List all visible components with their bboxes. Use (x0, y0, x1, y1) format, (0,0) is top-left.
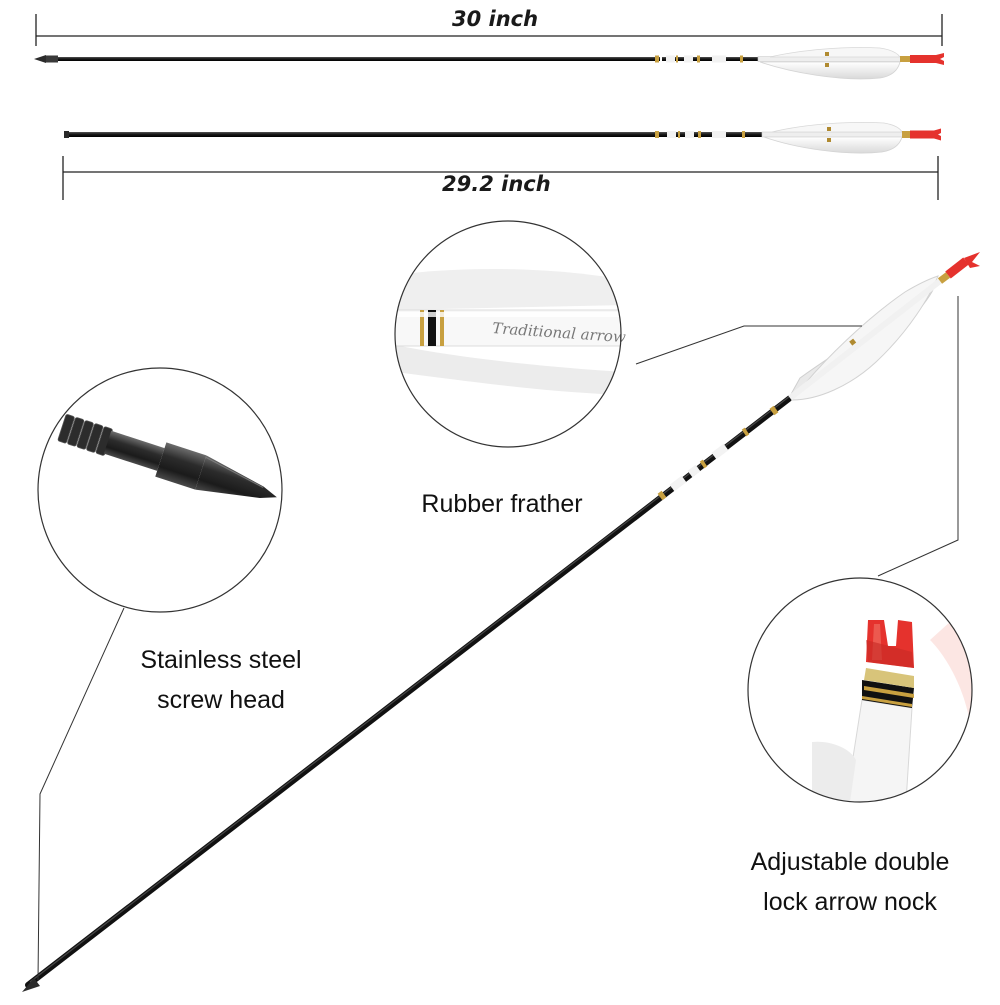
screw-head-zoom-circle (37, 367, 283, 613)
arrow-diagonal (22, 252, 980, 992)
nock-zoom-circle (747, 577, 973, 803)
screw-head-caption-line-2: screw head (157, 686, 285, 714)
nock-caption-line-1: Adjustable double (750, 848, 950, 876)
fletching-caption-text: Rubber frather (421, 490, 583, 518)
nock-caption: Adjustable double lock arrow nock (722, 842, 978, 922)
screw-head-caption-line-1: Stainless steel (140, 646, 302, 674)
arrow-30-inch (34, 47, 944, 80)
length-label-29-2-inch: 29.2 inch (442, 172, 551, 196)
nock-caption-line-2: lock arrow nock (763, 888, 937, 916)
arrow-29-2-inch (64, 122, 941, 154)
screw-head-caption: Stainless steel screw head (108, 640, 334, 720)
dimension-30-inch (35, 14, 943, 46)
dimension-29-2-inch (62, 156, 939, 200)
callout-lines (37, 296, 959, 981)
fletching-caption: Rubber frather (396, 484, 608, 524)
length-label-30-inch: 30 inch (452, 7, 539, 31)
fletching-zoom-circle: Traditional arrow (394, 220, 627, 448)
